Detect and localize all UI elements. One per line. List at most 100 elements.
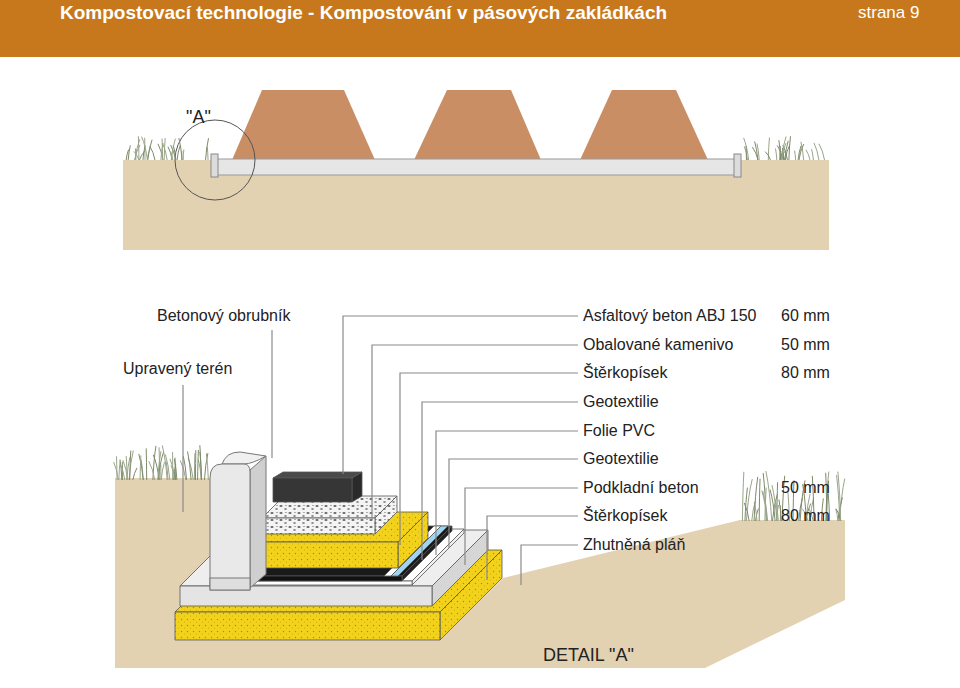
grass-blade bbox=[765, 152, 770, 160]
asphalt-concrete bbox=[273, 472, 362, 502]
grass-blade bbox=[127, 457, 130, 480]
grass-blade bbox=[754, 477, 758, 521]
layer-name: Geotextilie bbox=[583, 449, 659, 468]
grass-blade bbox=[795, 151, 796, 160]
grass-blade bbox=[140, 455, 142, 480]
grass-blade bbox=[744, 503, 749, 521]
gravel-sand bbox=[248, 512, 428, 568]
paved-base bbox=[215, 159, 737, 175]
grass-blade bbox=[177, 146, 180, 160]
grass-blade bbox=[126, 150, 128, 160]
dimension: 50 mm bbox=[781, 335, 830, 354]
grass-blade bbox=[755, 141, 758, 160]
grass-blade bbox=[188, 451, 192, 480]
leader-line bbox=[449, 459, 578, 548]
grass-blade bbox=[746, 146, 747, 160]
compost-windrow bbox=[414, 90, 541, 160]
grass-blade bbox=[158, 451, 161, 480]
grass-blade bbox=[799, 150, 801, 160]
part-name: Upravený terén bbox=[123, 359, 232, 378]
leader-line bbox=[271, 330, 272, 458]
detail-caption: DETAIL "A" bbox=[543, 645, 634, 667]
layer-name: Štěrkopísek bbox=[583, 506, 667, 525]
grass-blade bbox=[164, 138, 165, 160]
grass-blade bbox=[139, 454, 143, 480]
grass-blade bbox=[746, 479, 752, 521]
grass-blade bbox=[806, 150, 810, 160]
grass-blade bbox=[172, 452, 173, 480]
dimension: 80 mm bbox=[781, 363, 830, 382]
layer-name: Folie PVC bbox=[583, 421, 655, 440]
grass-blade bbox=[775, 499, 778, 521]
grass-blade bbox=[148, 140, 152, 160]
header-bar bbox=[0, 0, 960, 57]
grass-blade bbox=[174, 458, 175, 480]
grass-blade bbox=[146, 448, 147, 480]
grass-blade bbox=[785, 145, 790, 160]
grass-blade bbox=[121, 465, 125, 480]
grass-blade bbox=[776, 505, 778, 521]
grass-blade bbox=[762, 491, 767, 521]
layer-name: Podkladní beton bbox=[583, 478, 699, 497]
grass-blade bbox=[119, 461, 120, 480]
grass-blade bbox=[770, 490, 775, 521]
grass-blade bbox=[798, 146, 801, 160]
grass bbox=[126, 136, 824, 160]
layer-name: Štěrkopísek bbox=[583, 363, 667, 382]
detail-marker: "A" bbox=[186, 107, 211, 129]
leader-line bbox=[487, 516, 578, 580]
grass-blade bbox=[194, 453, 195, 480]
grass-blade bbox=[781, 143, 786, 160]
dimension: 80 mm bbox=[781, 506, 830, 525]
leader-line bbox=[372, 345, 578, 520]
grass-blade bbox=[789, 136, 791, 160]
leader-line bbox=[343, 316, 578, 474]
grass-blade bbox=[812, 149, 814, 160]
grass-blade bbox=[114, 462, 119, 480]
grass-blade bbox=[162, 139, 164, 160]
grass-blade bbox=[814, 143, 819, 160]
grass-blade bbox=[742, 472, 743, 521]
concrete-curb bbox=[210, 452, 266, 590]
page-title: Kompostovací technologie - Kompostování … bbox=[60, 2, 667, 25]
dimension: 50 mm bbox=[781, 478, 830, 497]
layer-name: Geotextilie bbox=[583, 392, 659, 411]
grass-blade bbox=[183, 149, 185, 160]
curb bbox=[734, 154, 741, 177]
curb bbox=[211, 154, 218, 177]
grass-blade bbox=[142, 137, 148, 160]
grass-blade bbox=[200, 452, 202, 480]
grass-blade bbox=[128, 145, 130, 160]
grass-blade bbox=[799, 144, 804, 160]
page-number: strana 9 bbox=[858, 3, 919, 23]
layer-name: Asfaltový beton ABJ 150 bbox=[583, 306, 756, 325]
grass-blade bbox=[759, 479, 761, 521]
leader-line bbox=[521, 545, 578, 585]
leader-lines bbox=[183, 316, 578, 585]
grass-blade bbox=[133, 468, 137, 480]
grass-blade bbox=[763, 491, 768, 521]
part-name: Betonový obrubník bbox=[157, 306, 290, 325]
grass-blade bbox=[819, 144, 825, 160]
grass-blade bbox=[195, 450, 196, 480]
leader-line bbox=[422, 402, 578, 560]
grass-blade bbox=[130, 451, 131, 480]
grass-blade bbox=[776, 148, 777, 160]
grass-blade bbox=[838, 472, 841, 521]
grass-blade bbox=[744, 138, 749, 160]
layer-name: Obalované kamenivo bbox=[583, 335, 733, 354]
grass-blade bbox=[150, 146, 155, 160]
leader-line bbox=[436, 431, 578, 555]
grass-blade bbox=[161, 462, 164, 480]
compost-windrow bbox=[580, 90, 708, 160]
dimension: 60 mm bbox=[781, 306, 830, 325]
layer-name: Zhutněná pláň bbox=[583, 535, 685, 554]
grass-blade bbox=[204, 453, 207, 480]
grass-blade bbox=[171, 139, 175, 160]
grass-blade bbox=[197, 450, 199, 480]
grass-blade bbox=[149, 461, 155, 480]
grass-blade bbox=[129, 451, 133, 480]
leader-line bbox=[182, 385, 183, 512]
soil bbox=[123, 160, 829, 250]
grass-blade bbox=[179, 138, 182, 160]
